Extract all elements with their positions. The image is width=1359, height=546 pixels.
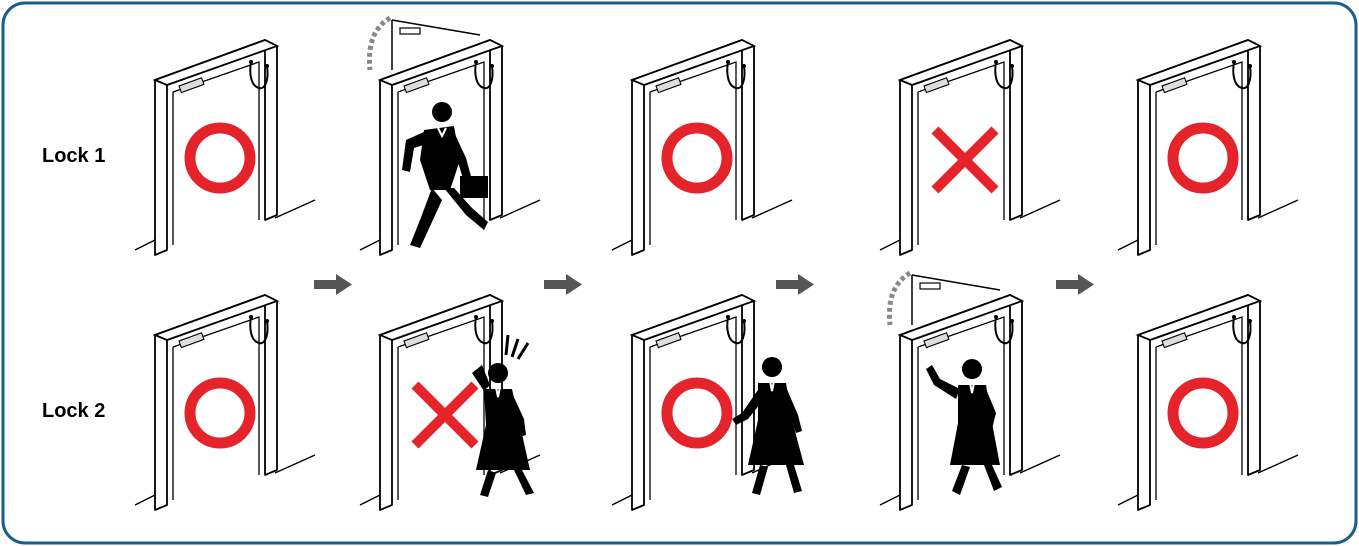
lock1-label: Lock 1 bbox=[42, 145, 105, 168]
lock2-label: Lock 2 bbox=[42, 400, 105, 423]
door-closer-arm bbox=[920, 283, 940, 289]
door-closer-arm bbox=[400, 28, 420, 34]
